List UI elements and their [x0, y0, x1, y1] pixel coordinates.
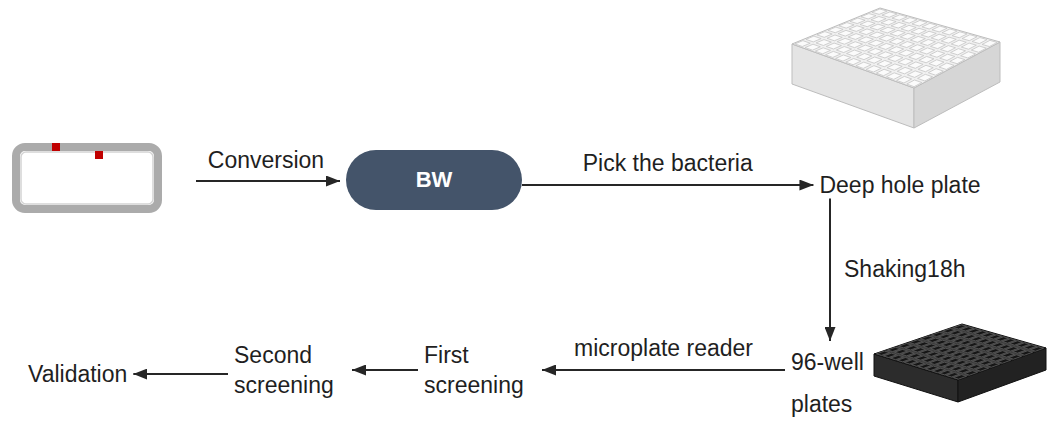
- plate-caption: 96-well plates: [785, 341, 877, 425]
- flow-arrow: [542, 369, 785, 371]
- step-text: Second screening: [228, 340, 352, 400]
- flow-arrow: [133, 373, 228, 375]
- edge-label: Pick the bacteria: [583, 150, 753, 177]
- node-text: BW: [416, 167, 453, 193]
- step-text: Validation: [22, 361, 133, 388]
- flow-arrow: [352, 369, 418, 371]
- node-text: First screening: [424, 340, 536, 400]
- flow-arrow: [522, 184, 813, 186]
- plasmid-symbol: [16, 143, 158, 209]
- plate-caption: Deep hole plate: [813, 172, 986, 199]
- edge-label: Shaking18h: [844, 256, 966, 283]
- node-text: Deep hole plate: [819, 172, 980, 199]
- flow-arrow: [829, 199, 831, 342]
- node-text: 96-well plates: [791, 341, 871, 425]
- conversion-arrow: [196, 180, 340, 182]
- step-text: First screening: [418, 340, 542, 400]
- edge-label: microplate reader: [574, 335, 753, 362]
- strain-pill: BW: [346, 150, 522, 210]
- microplate-picture: [874, 324, 1046, 402]
- node-text: Validation: [28, 361, 127, 388]
- node-text: Second screening: [234, 340, 346, 400]
- step-label: Conversion: [208, 147, 324, 174]
- deep-well-plate-picture: [792, 8, 1000, 128]
